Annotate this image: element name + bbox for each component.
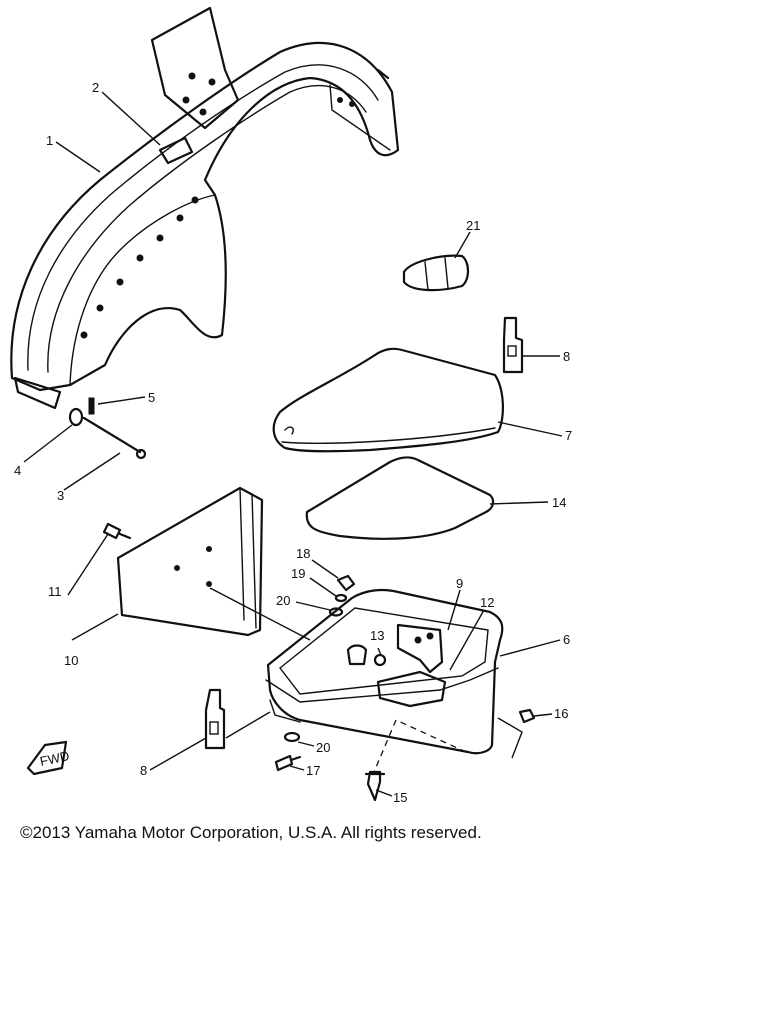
callout-14: 14	[552, 495, 566, 510]
nut-washer-set	[328, 574, 356, 617]
callout-17: 17	[306, 763, 320, 778]
callout-15: 15	[393, 790, 407, 805]
callout-1: 1	[46, 133, 53, 148]
seat-cushion	[272, 347, 504, 453]
callout-3: 3	[57, 488, 64, 503]
storage-box	[265, 588, 504, 755]
callout-18: 18	[296, 546, 310, 561]
callout-4: 4	[14, 463, 21, 478]
callout-11: 11	[48, 584, 62, 599]
fastener-15	[364, 770, 386, 802]
bolt-assembly	[68, 397, 147, 460]
clip-upper	[502, 316, 524, 374]
callout-9: 9	[456, 576, 463, 591]
callout-5: 5	[148, 390, 155, 405]
rivet	[102, 522, 132, 540]
callout-21: 21	[466, 218, 480, 233]
callout-8: 8	[563, 349, 570, 364]
seat-pad	[305, 456, 495, 540]
callout-10: 10	[64, 653, 78, 668]
callout-labels: 1 2 3 4 5 6 7 8 8 9 10 11 12 13 14 15 16…	[14, 80, 572, 805]
callout-12: 12	[480, 595, 494, 610]
callout-2: 2	[92, 80, 99, 95]
callout-16: 16	[554, 706, 568, 721]
grommet	[402, 254, 470, 292]
clip-lower	[204, 688, 226, 750]
copyright-notice: ©2013 Yamaha Motor Corporation, U.S.A. A…	[20, 823, 482, 842]
nut-16	[518, 708, 536, 724]
callout-7: 7	[565, 428, 572, 443]
leader-lines	[23, 91, 563, 797]
rear-fender	[10, 41, 400, 410]
callout-6: 6	[563, 632, 570, 647]
fender-label-plate	[158, 136, 194, 165]
callout-19: 19	[291, 566, 305, 581]
callout-20: 20	[276, 593, 290, 608]
fwd-label: FWD	[39, 748, 71, 769]
fender-flap-plate	[150, 6, 240, 130]
fwd-arrow: FWD	[26, 740, 71, 776]
side-panel	[116, 486, 264, 637]
callout-13: 13	[370, 628, 384, 643]
screw-17	[274, 731, 302, 772]
callout-20-lower: 20	[316, 740, 330, 755]
callout-8-lower: 8	[140, 763, 147, 778]
